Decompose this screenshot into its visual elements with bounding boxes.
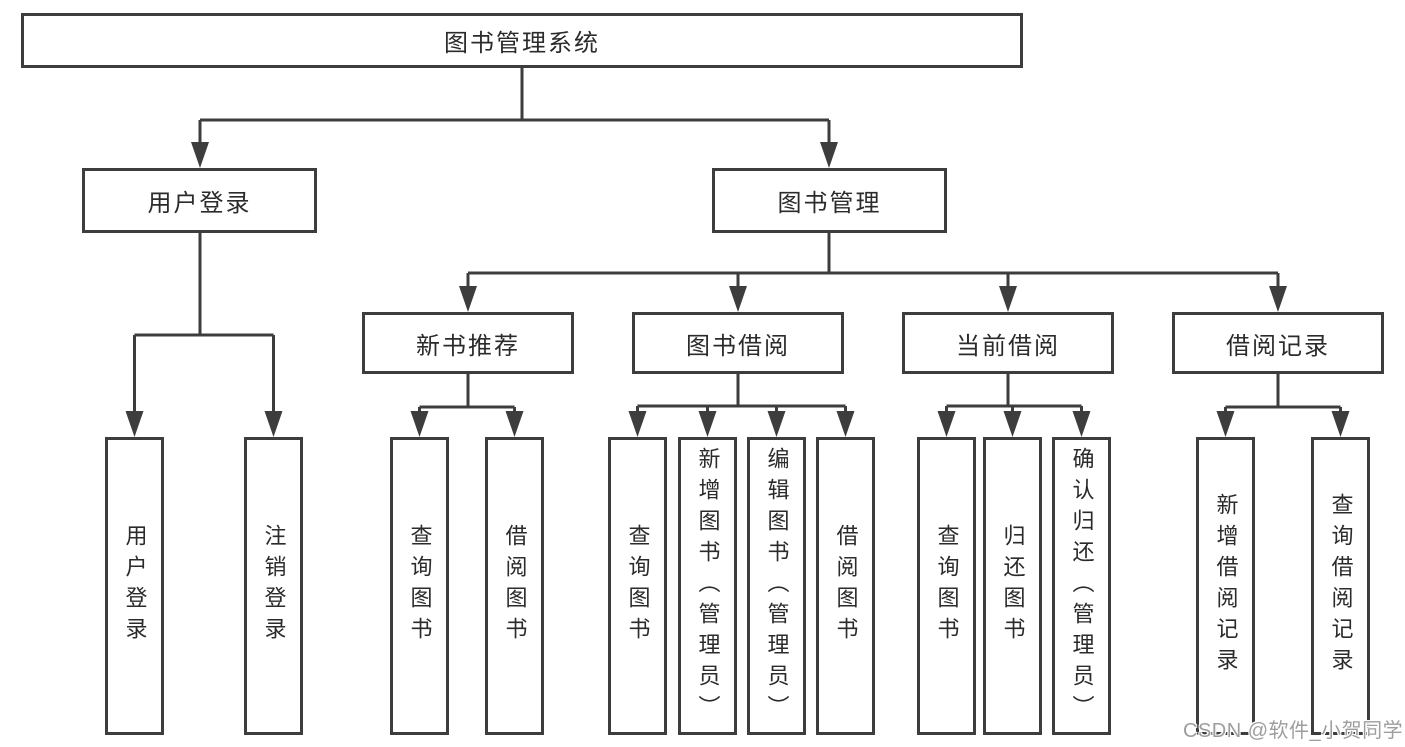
leaf-return-books: 归还图书 xyxy=(983,437,1042,735)
node-book-management: 图书管理 xyxy=(712,168,947,233)
leaf-query-books-recommend: 查询图书 xyxy=(390,437,449,735)
leaf-query-books-current: 查询图书 xyxy=(917,437,976,735)
leaf-borrow-books: 借阅图书 xyxy=(816,437,875,735)
node-borrow-records: 借阅记录 xyxy=(1172,312,1384,374)
leaf-confirm-return-admin: 确认归还（管理员） xyxy=(1052,437,1111,735)
node-current-borrow: 当前借阅 xyxy=(902,312,1114,374)
leaf-borrow-books-recommend: 借阅图书 xyxy=(485,437,544,735)
node-user-login: 用户登录 xyxy=(82,168,317,233)
node-library-management-system: 图书管理系统 xyxy=(21,13,1023,68)
leaf-query-books-borrow: 查询图书 xyxy=(608,437,667,735)
leaf-query-borrow-record: 查询借阅记录 xyxy=(1311,437,1370,735)
leaf-logout: 注销登录 xyxy=(244,437,303,735)
node-new-book-recommend: 新书推荐 xyxy=(362,312,574,374)
leaf-edit-books-admin: 编辑图书（管理员） xyxy=(747,437,806,735)
node-book-borrow: 图书借阅 xyxy=(632,312,844,374)
leaf-user-login: 用户登录 xyxy=(105,437,164,735)
csdn-watermark: CSDN @软件_小贺同学 xyxy=(1183,720,1404,742)
leaf-add-borrow-record: 新增借阅记录 xyxy=(1196,437,1255,735)
leaf-add-books-admin: 新增图书（管理员） xyxy=(678,437,737,735)
